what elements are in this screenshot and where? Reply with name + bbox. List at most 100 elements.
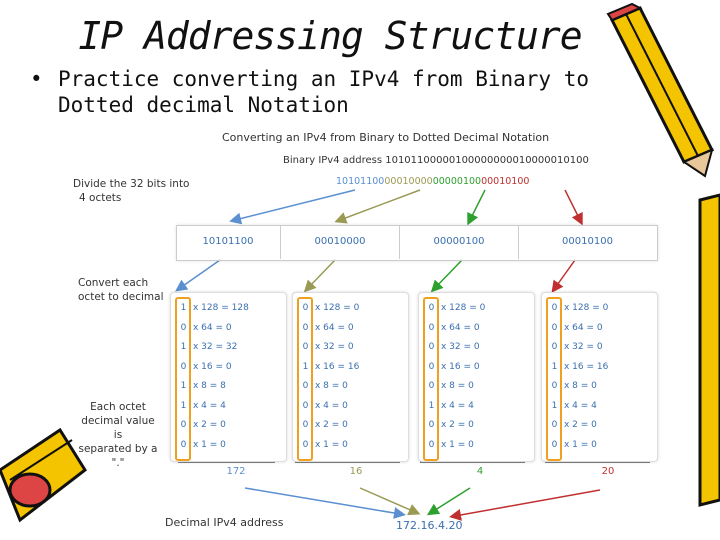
bit-value: 0 bbox=[302, 381, 309, 391]
octet-cell-3: 00000100 bbox=[400, 225, 519, 259]
bit-calculation: x 2 = 0 bbox=[441, 420, 474, 430]
octet-sum-4: 20 bbox=[601, 466, 615, 477]
pencil-bottom-left-icon bbox=[0, 427, 87, 523]
bit-value: 0 bbox=[551, 322, 558, 333]
bit-value: 0 bbox=[180, 322, 187, 333]
bit-value: 1 bbox=[551, 361, 558, 372]
bullet-text: Practice converting an IPv4 from Binary … bbox=[58, 67, 590, 117]
decimal-address-label: Decimal IPv4 address bbox=[165, 516, 284, 529]
bit-calculation: x 1 = 0 bbox=[441, 439, 474, 450]
bit-highlight bbox=[297, 297, 313, 461]
bit-calculation: x 1 = 0 bbox=[315, 439, 348, 450]
octet-row bbox=[176, 225, 658, 261]
conversion-row: 1 x 4 = 4 bbox=[548, 397, 597, 417]
bit-calculation: x 128 = 0 bbox=[564, 303, 609, 313]
bit-value: 0 bbox=[302, 322, 309, 333]
step-convert-line-2: octet to decimal bbox=[78, 291, 164, 303]
bits-octet-1: 10101100 bbox=[336, 176, 385, 187]
bit-value: 0 bbox=[302, 439, 309, 450]
bit-calculation: x 64 = 0 bbox=[193, 322, 232, 333]
bit-calculation: x 32 = 32 bbox=[193, 342, 238, 352]
bit-highlight bbox=[546, 297, 562, 461]
bit-value: 0 bbox=[302, 342, 309, 352]
bit-value: 1 bbox=[180, 400, 187, 411]
octet-cell-2: 00010000 bbox=[281, 225, 400, 259]
bit-calculation: x 4 = 4 bbox=[564, 400, 597, 411]
conversion-row: 1 x 4 = 4 bbox=[425, 397, 474, 417]
bit-value: 1 bbox=[551, 400, 558, 411]
bit-calculation: x 2 = 0 bbox=[315, 420, 348, 430]
bit-value: 0 bbox=[428, 439, 435, 450]
conversion-row: 0 x 8 = 0 bbox=[425, 377, 474, 397]
bit-value: 0 bbox=[428, 361, 435, 372]
bit-highlight bbox=[175, 297, 191, 461]
bit-calculation: x 128 = 128 bbox=[193, 303, 249, 313]
bit-value: 0 bbox=[428, 420, 435, 430]
bit-calculation: x 128 = 0 bbox=[441, 303, 486, 313]
pencil-right-edge-icon bbox=[698, 193, 720, 507]
bit-value: 1 bbox=[428, 400, 435, 411]
step-divide-line-2: 4 octets bbox=[79, 192, 122, 204]
step-separate-label: Each octet decimal value is separated by… bbox=[77, 400, 159, 470]
bit-value: 0 bbox=[428, 381, 435, 391]
step-convert-label: Convert each octet to decimal bbox=[78, 276, 164, 304]
slide-title: IP Addressing Structure bbox=[78, 14, 582, 58]
conversion-row: 0 x 1 = 0 bbox=[425, 436, 474, 456]
bit-calculation: x 32 = 0 bbox=[441, 342, 480, 352]
bit-value: 0 bbox=[551, 381, 558, 391]
bit-value: 1 bbox=[180, 381, 187, 391]
step-divide-line-1: Divide the 32 bits into bbox=[73, 178, 190, 190]
bit-calculation: x 64 = 0 bbox=[564, 322, 603, 333]
bits-octet-4: 00010100 bbox=[481, 176, 530, 187]
octet-sum-3: 4 bbox=[476, 466, 484, 477]
bit-value: 1 bbox=[302, 361, 309, 372]
step-divide-label: Divide the 32 bits into 4 octets bbox=[73, 177, 189, 205]
step-separate-line-2: decimal value is bbox=[81, 415, 155, 441]
bit-calculation: x 64 = 0 bbox=[441, 322, 480, 333]
bit-value: 0 bbox=[302, 400, 309, 411]
bit-calculation: x 4 = 4 bbox=[441, 400, 474, 411]
bit-calculation: x 16 = 16 bbox=[315, 361, 360, 372]
step-separate-line-1: Each octet bbox=[90, 401, 146, 413]
bit-value: 0 bbox=[180, 439, 187, 450]
bit-calculation: x 32 = 0 bbox=[564, 342, 603, 352]
bit-calculation: x 128 = 0 bbox=[315, 303, 360, 313]
step-separate-line-4: "." bbox=[111, 457, 125, 469]
step-convert-line-1: Convert each bbox=[78, 277, 149, 289]
bit-calculation: x 2 = 0 bbox=[564, 420, 597, 430]
octet-cell-4: 00010100 bbox=[562, 236, 613, 247]
octet-cell-1: 10101100 bbox=[176, 225, 281, 259]
bit-value: 0 bbox=[180, 420, 187, 430]
octet-sum-2: 16 bbox=[349, 466, 363, 477]
bit-calculation: x 2 = 0 bbox=[193, 420, 226, 430]
bit-value: 0 bbox=[551, 439, 558, 450]
conversion-row: 1 x 16 = 16 bbox=[299, 358, 360, 378]
colored-binary-bits: 10101100000100000000010000010100 bbox=[336, 176, 529, 187]
bits-octet-2: 00010000 bbox=[384, 176, 433, 187]
bit-calculation: x 8 = 0 bbox=[315, 381, 348, 391]
pencil-top-right-icon bbox=[606, 2, 715, 178]
bit-calculation: x 8 = 8 bbox=[193, 381, 226, 391]
bits-octet-3: 00000100 bbox=[432, 176, 482, 187]
bit-calculation: x 8 = 0 bbox=[441, 381, 474, 391]
